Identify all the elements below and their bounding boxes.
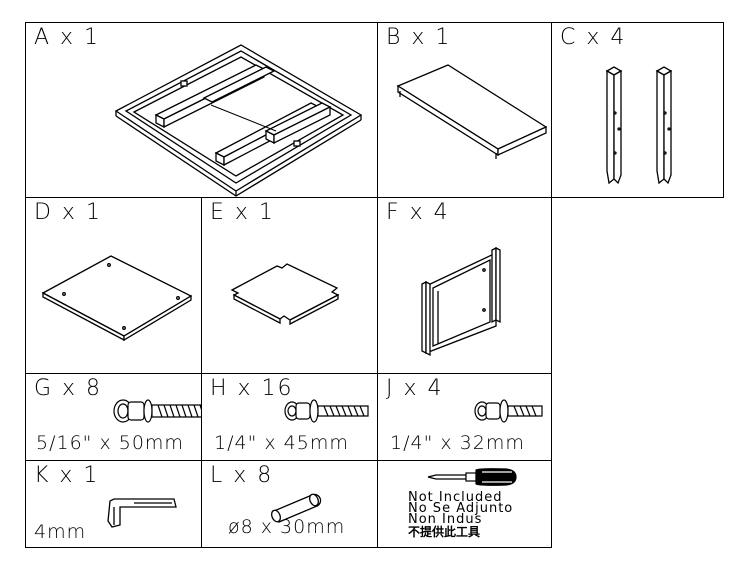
part-g-label: G x 8 bbox=[34, 376, 103, 401]
part-l-label: L x 8 bbox=[210, 463, 274, 488]
part-a-label: A x 1 bbox=[34, 25, 101, 50]
part-g-size: 5/16" x 50mm bbox=[36, 432, 184, 454]
leg-icon bbox=[605, 66, 673, 185]
part-k-size: 4mm bbox=[34, 521, 87, 543]
part-c-cell: C x 4 bbox=[551, 22, 724, 198]
part-k-cell: K x 1 4mm bbox=[25, 460, 202, 548]
part-d-label: D x 1 bbox=[34, 200, 102, 225]
frame-assembly-icon bbox=[421, 246, 501, 357]
part-b-cell: B x 1 bbox=[377, 22, 552, 198]
part-e-cell: E x 1 bbox=[201, 197, 378, 374]
part-l-cell: L x 8 ø8 x 30mm bbox=[201, 460, 378, 548]
part-g-cell: G x 8 5/16" x 50mm bbox=[25, 373, 207, 461]
part-a-cell: A x 1 bbox=[25, 22, 378, 198]
part-k-label: K x 1 bbox=[34, 463, 100, 488]
part-j-cell: J x 4 1/4" x 32mm bbox=[377, 373, 552, 461]
part-d-cell: D x 1 bbox=[25, 197, 202, 374]
panel-icon bbox=[41, 255, 193, 342]
part-e-label: E x 1 bbox=[210, 200, 275, 225]
allen-key-icon bbox=[107, 498, 177, 528]
tools-note-it: Non Indus bbox=[408, 512, 483, 527]
part-c-label: C x 4 bbox=[560, 25, 627, 50]
bolt-icon bbox=[284, 399, 369, 423]
dowel-icon bbox=[270, 493, 322, 523]
part-h-label: H x 16 bbox=[210, 376, 294, 401]
tools-note-cn: 不提供此工具 bbox=[408, 525, 481, 539]
tools-note-es: No Se Adjunto bbox=[408, 501, 514, 516]
part-l-size: ø8 x 30mm bbox=[228, 516, 346, 538]
frame-assembly-icon bbox=[114, 44, 363, 197]
tools-note-cell: Not Included No Se Adjunto Non Indus 不提供… bbox=[377, 460, 552, 548]
part-f-label: F x 4 bbox=[386, 200, 450, 225]
screwdriver-icon bbox=[427, 468, 517, 486]
panel-icon bbox=[396, 64, 548, 159]
part-f-cell: F x 4 bbox=[377, 197, 552, 374]
part-h-size: 1/4" x 45mm bbox=[214, 432, 349, 454]
bolt-icon bbox=[113, 399, 207, 423]
part-j-size: 1/4" x 32mm bbox=[390, 432, 525, 454]
part-h-cell: H x 16 1/4" x 45mm bbox=[201, 373, 378, 461]
tools-note-en: Not Included bbox=[408, 490, 503, 505]
part-b-label: B x 1 bbox=[386, 25, 452, 50]
panel-icon bbox=[230, 263, 340, 326]
part-j-label: J x 4 bbox=[386, 376, 444, 401]
bolt-icon bbox=[474, 399, 543, 423]
